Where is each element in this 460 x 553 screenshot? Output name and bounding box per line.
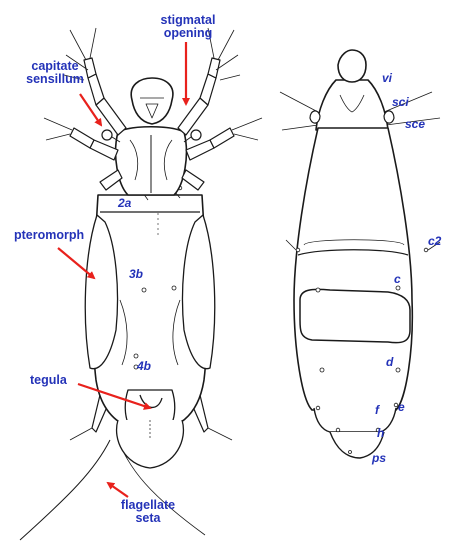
seta-label-h: h xyxy=(377,426,385,440)
label-capitate-line1: capitate xyxy=(31,59,79,73)
arrow-pteromorph xyxy=(57,247,96,280)
ventral-view xyxy=(19,27,263,541)
seta-label-f: f xyxy=(375,403,379,417)
label-flagellate-line1: flagellate xyxy=(120,498,176,512)
label-flagellate-seta: flagellate seta xyxy=(108,499,188,525)
seta-label-4b: 4b xyxy=(137,359,152,373)
label-stigmatal-line2: opening xyxy=(163,26,213,40)
seta-label-c2: c2 xyxy=(428,234,442,248)
seta-label-sce: sce xyxy=(405,117,426,131)
label-pteromorph: pteromorph xyxy=(14,228,85,242)
arrow-flagellate-seta xyxy=(106,481,129,498)
arrow-capitate-sensillum xyxy=(79,93,103,127)
label-capitate-sensillum: capitate sensillum xyxy=(15,60,95,86)
seta-label-c: c xyxy=(394,272,401,286)
arrow-tegula xyxy=(77,382,152,410)
dorsal-view xyxy=(279,49,441,459)
seta-label-2a: 2a xyxy=(118,196,132,210)
label-flagellate-line2: seta xyxy=(135,511,161,525)
seta-label-e: e xyxy=(398,400,405,414)
seta-label-d: d xyxy=(386,355,394,369)
label-tegula: tegula xyxy=(30,373,67,387)
label-stigmatal-line1: stigmatal xyxy=(160,13,216,27)
seta-label-sci: sci xyxy=(392,95,409,109)
seta-label-ps: ps xyxy=(372,451,387,465)
callout-arrows xyxy=(57,42,190,498)
label-capitate-line2: sensillum xyxy=(26,72,84,86)
label-stigmatal-opening: stigmatal opening xyxy=(148,14,228,40)
seta-label-vi: vi xyxy=(382,71,393,85)
seta-label-3b: 3b xyxy=(129,267,144,281)
